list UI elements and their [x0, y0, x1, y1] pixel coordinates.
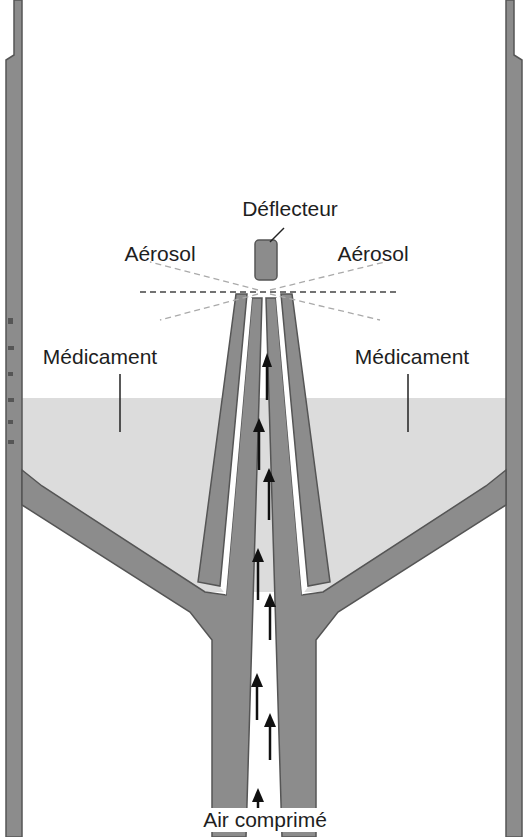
deflector	[255, 240, 277, 280]
nozzle-sleeve	[281, 294, 330, 586]
region-label: Aérosol	[335, 242, 410, 266]
outer-wall	[506, 0, 522, 837]
medication-liquid	[22, 398, 506, 592]
aerosol-spray	[140, 291, 400, 292]
outer-wall	[6, 0, 22, 837]
input-label: Air comprimé	[201, 808, 329, 832]
wall-notches	[8, 318, 14, 444]
airflow-arrows	[251, 353, 276, 830]
region-label: Aérosol	[122, 242, 197, 266]
part-label: Médicament	[41, 345, 159, 369]
part-label: Médicament	[353, 345, 471, 369]
nozzle-sleeve	[198, 294, 247, 586]
part-label: Déflecteur	[240, 197, 340, 221]
